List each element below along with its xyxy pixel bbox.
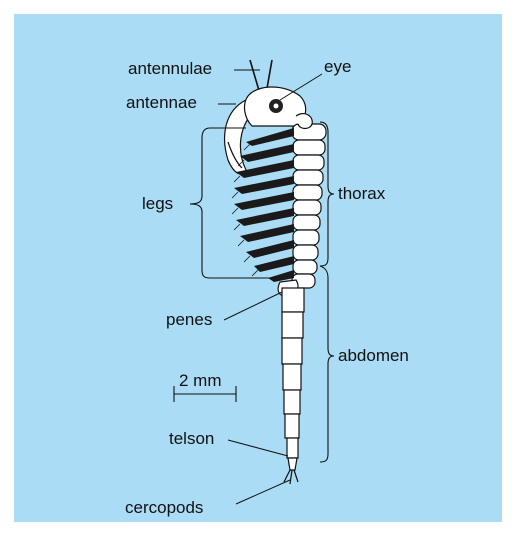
- abdomen-label: abdomen: [338, 346, 409, 366]
- thorax-segment: [293, 185, 322, 200]
- abdomen-segment: [285, 414, 299, 438]
- telson-leader: [228, 440, 288, 456]
- cercopods-leader: [236, 480, 290, 504]
- thorax-segment: [293, 260, 317, 274]
- telson-shape: [288, 458, 297, 470]
- legs-shape: [234, 128, 294, 282]
- thorax-segment: [293, 140, 325, 155]
- abdomen-segment: [282, 312, 303, 338]
- shrimp-diagram: [14, 14, 502, 522]
- thorax-segment: [293, 230, 319, 245]
- cercopods-label: cercopods: [125, 498, 203, 518]
- eye-label: eye: [324, 57, 351, 77]
- legs-label: legs: [142, 194, 173, 214]
- abdomen-segment: [283, 364, 301, 390]
- thorax-segment: [293, 170, 323, 185]
- eye-highlight: [274, 104, 279, 109]
- telson-label: telson: [169, 429, 214, 449]
- thorax-segment: [293, 200, 321, 215]
- abdomen-segment: [282, 288, 304, 312]
- penes-label: penes: [166, 310, 212, 330]
- eye-leader: [280, 74, 322, 100]
- thorax-label: thorax: [338, 184, 385, 204]
- abdomen-segment: [284, 390, 300, 414]
- thorax-segment: [293, 215, 320, 230]
- scale-label: 2 mm: [179, 371, 222, 391]
- thorax-segment: [293, 155, 324, 170]
- antennae-label: antennae: [126, 93, 197, 113]
- penes-leader: [224, 292, 282, 320]
- thorax-segment: [293, 245, 318, 260]
- abdomen-segment: [282, 338, 302, 364]
- diagram-panel: antennulae antennae eye legs thorax pene…: [14, 14, 502, 522]
- abdomen-brace: [320, 266, 334, 462]
- abdomen-segment: [287, 438, 298, 458]
- antennulae-label: antennulae: [128, 59, 212, 79]
